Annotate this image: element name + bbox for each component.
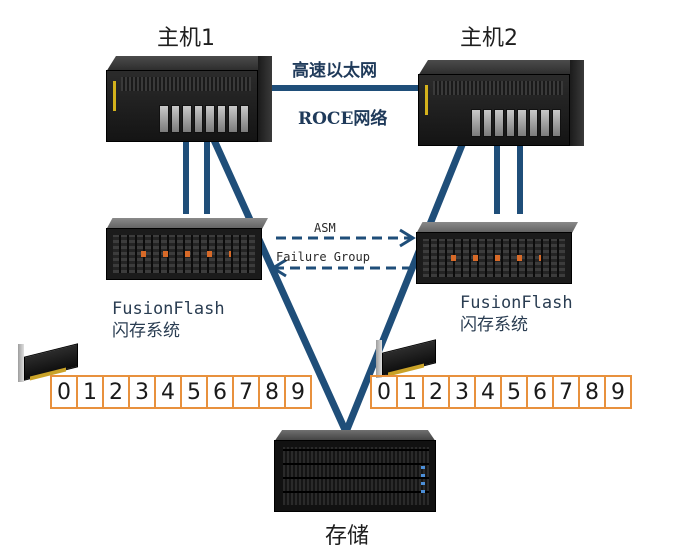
asm-label: ASM (314, 221, 336, 235)
disk-cell: 5 (500, 375, 528, 409)
flash-array-1-icon (106, 218, 268, 280)
flash-array-1-name: FusionFlash (112, 299, 225, 319)
flash-array-1-label: FusionFlash 闪存系统 (112, 298, 225, 342)
disk-cell: 2 (102, 375, 130, 409)
disk-cell: 7 (552, 375, 580, 409)
host2-server-icon (418, 60, 584, 146)
host1-server-icon (106, 56, 272, 142)
storage-label: 存储 (325, 524, 370, 549)
host2-label: 主机2 (460, 26, 518, 51)
disk-cell: 8 (258, 375, 286, 409)
disk-cell: 9 (604, 375, 632, 409)
disk-cell: 6 (526, 375, 554, 409)
flash-array-2-name: FusionFlash (460, 293, 573, 313)
network-label-roce: ROCE网络 (298, 109, 388, 129)
disk-cell: 6 (206, 375, 234, 409)
flash-array-2-subtitle: 闪存系统 (460, 315, 528, 335)
disk-cell: 0 (50, 375, 78, 409)
disk-cell: 7 (232, 375, 260, 409)
disk-cell: 1 (76, 375, 104, 409)
host1-label: 主机1 (157, 26, 215, 51)
asm-arrowhead-right (399, 228, 416, 248)
disk-cell: 2 (422, 375, 450, 409)
disk-cell: 8 (578, 375, 606, 409)
pcie-flash-card-1-icon (18, 343, 78, 384)
disk-cell: 4 (154, 375, 182, 409)
disk-cell: 3 (448, 375, 476, 409)
storage-enclosure-icon (274, 430, 436, 512)
disk-cell: 9 (284, 375, 312, 409)
network-label-ethernet: 高速以太网 (292, 61, 377, 81)
flash-array-2-label: FusionFlash 闪存系统 (460, 292, 573, 336)
flash-array-1-subtitle: 闪存系统 (112, 321, 180, 341)
asm-arrowhead-left (270, 258, 287, 278)
disk-cell: 4 (474, 375, 502, 409)
disk-group-2: 0 1 2 3 4 5 6 7 8 9 (370, 375, 632, 409)
disk-group-1: 0 1 2 3 4 5 6 7 8 9 (50, 375, 312, 409)
asm-failure-group-label: Failure Group (276, 250, 370, 264)
disk-cell: 3 (128, 375, 156, 409)
link-host2-storage (342, 136, 468, 436)
link-host1-storage (210, 136, 350, 436)
flash-array-2-icon (416, 222, 578, 284)
disk-cell: 5 (180, 375, 208, 409)
disk-cell: 0 (370, 375, 398, 409)
pcie-flash-card-2-icon (376, 339, 436, 380)
disk-cell: 1 (396, 375, 424, 409)
